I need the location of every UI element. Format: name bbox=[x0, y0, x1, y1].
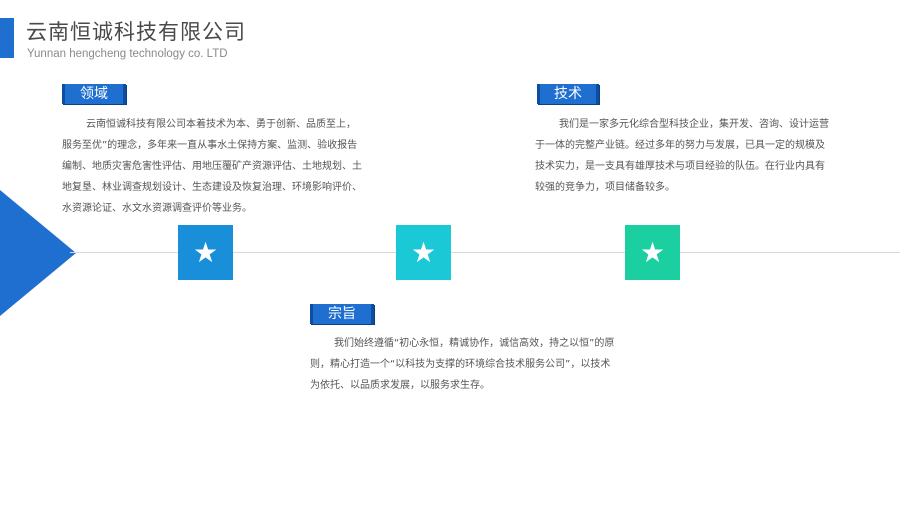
section-text-tenet: 我们始终遵循“初心永恒，精诚协作，诚信高效，持之以恒”的原则，精心打造一个“以科… bbox=[310, 338, 615, 391]
company-name-en: Yunnan hengcheng technology co. LTD bbox=[27, 48, 228, 60]
accent-bar bbox=[0, 18, 14, 58]
section-tag-tech: 技术 bbox=[537, 84, 599, 104]
timeline-line bbox=[70, 252, 900, 253]
section-tag-field: 领域 bbox=[62, 84, 126, 104]
star-box-tech: ★ bbox=[625, 225, 680, 280]
section-text-tech: 我们是一家多元化综合型科技企业，集开发、咨询、设计运营于一体的完整产业链。经过多… bbox=[535, 119, 829, 193]
section-tag-tenet: 宗旨 bbox=[310, 304, 374, 324]
star-box-tenet: ★ bbox=[396, 225, 451, 280]
star-icon: ★ bbox=[639, 235, 666, 269]
company-name-cn: 云南恒诚科技有限公司 bbox=[26, 20, 246, 44]
star-box-field: ★ bbox=[178, 225, 233, 280]
star-icon: ★ bbox=[410, 235, 437, 269]
arrow-shape bbox=[0, 190, 76, 316]
star-icon: ★ bbox=[192, 235, 219, 269]
section-text-field: 云南恒诚科技有限公司本着技术为本、勇于创新、品质至上，服务至优”的理念，多年来一… bbox=[62, 119, 362, 214]
